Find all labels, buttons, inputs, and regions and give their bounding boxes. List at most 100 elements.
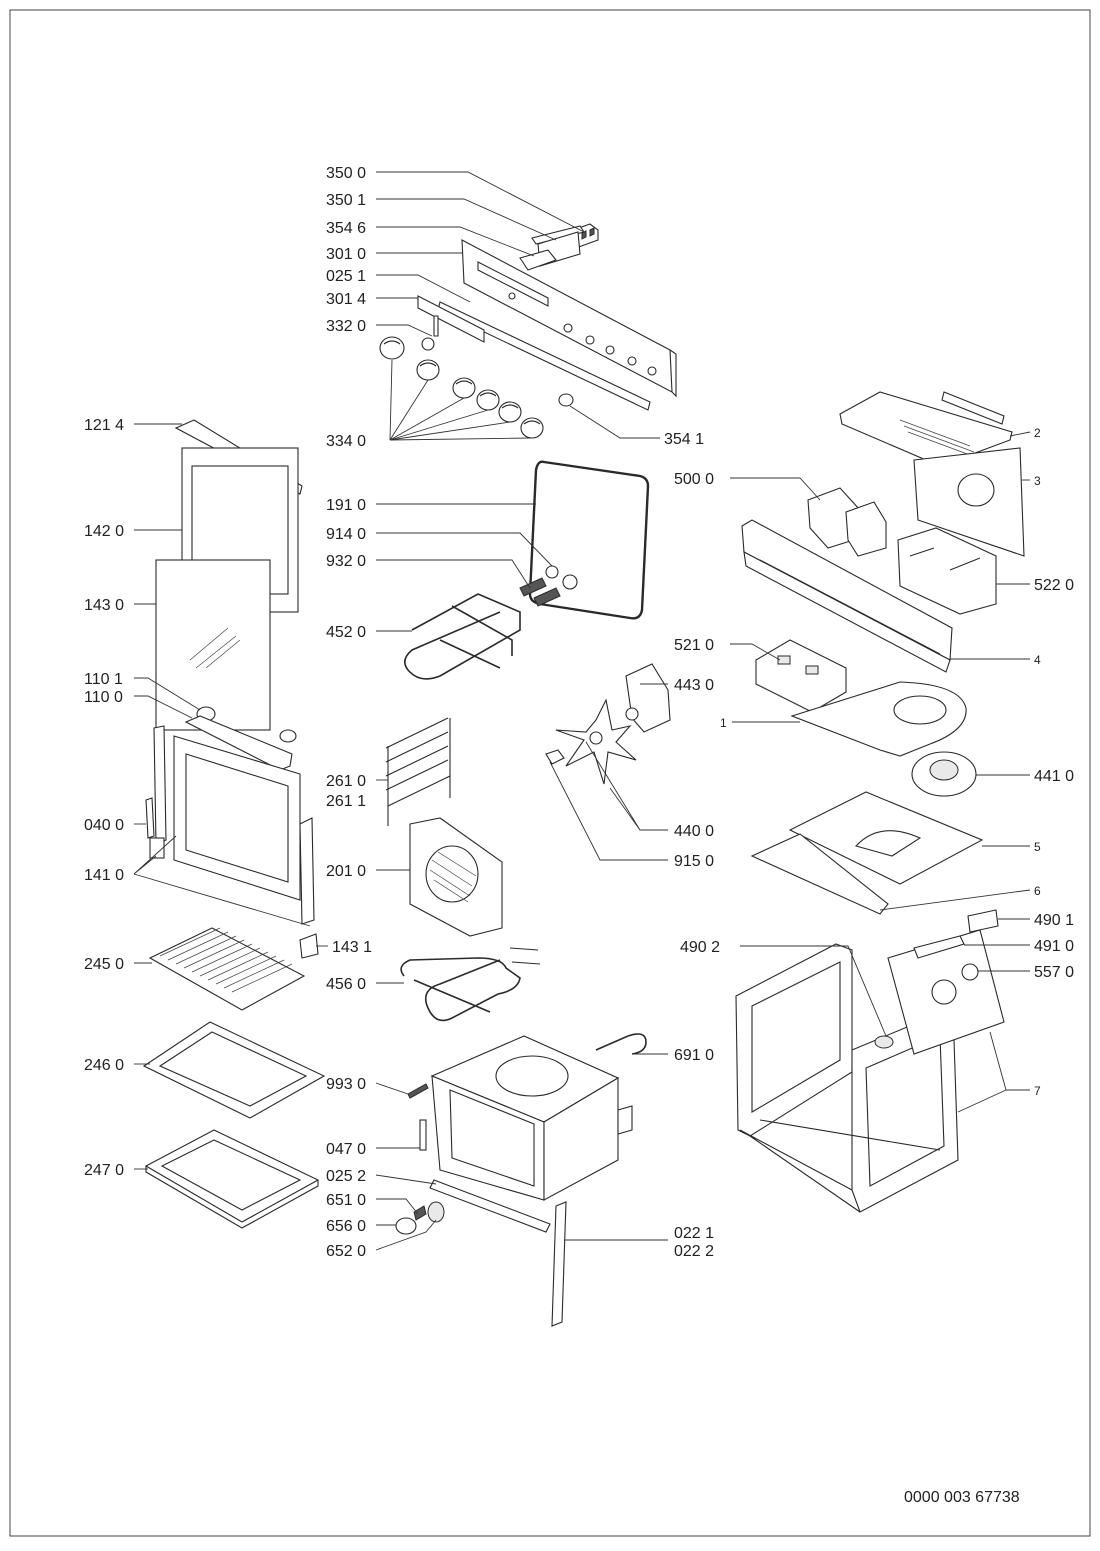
part-door-hinge-left <box>153 725 167 845</box>
label-522-0: 522 0 <box>1034 577 1074 594</box>
control-panel-group <box>379 223 677 439</box>
label-332-0: 332 0 <box>326 318 366 335</box>
part-022-side-rail <box>551 1201 567 1327</box>
label-047-0: 047 0 <box>326 1141 366 1158</box>
label-350-0: 350 0 <box>326 165 366 182</box>
label-915-0: 915 0 <box>674 853 714 870</box>
label-354-1: 354 1 <box>664 431 704 448</box>
part-5-plate <box>788 791 984 885</box>
label-651-0: 651 0 <box>326 1192 366 1209</box>
part-456-0-bottom-element <box>400 957 521 1022</box>
label-491-0: 491 0 <box>1034 938 1074 955</box>
cavity-group <box>395 1033 647 1327</box>
document-number: 0000 003 67738 <box>904 1489 1020 1506</box>
part-4-fascia <box>741 519 953 661</box>
label-201-0: 201 0 <box>326 863 366 880</box>
part-334-0-knobs <box>379 336 544 439</box>
label-914-0: 914 0 <box>326 526 366 543</box>
part-040-0 <box>145 797 155 839</box>
door-group <box>145 419 319 959</box>
label-656-0: 656 0 <box>326 1218 366 1235</box>
part-915-0 <box>545 749 565 765</box>
part-2-top-cover <box>839 391 1013 467</box>
label-143-1: 143 1 <box>332 939 372 956</box>
part-191-0-gasket <box>528 460 650 620</box>
label-110-0: 110 0 <box>84 689 123 706</box>
label-191-0: 191 0 <box>326 497 366 514</box>
part-245-0-wire-rack <box>148 927 306 1011</box>
label-521-0: 521 0 <box>674 637 714 654</box>
label-456-0: 456 0 <box>326 976 366 993</box>
label-040-0: 040 0 <box>84 817 124 834</box>
label-500-0: 500 0 <box>674 471 714 488</box>
label-item-2: 2 <box>1034 426 1041 440</box>
part-143-1 <box>299 933 319 959</box>
part-522-0-power-module <box>897 527 997 615</box>
part-490-2 <box>874 1035 894 1049</box>
part-490-1 <box>967 909 999 933</box>
part-452-0-top-element <box>404 593 521 680</box>
part-141-0-door-frame <box>173 735 301 901</box>
label-025-2: 025 2 <box>326 1168 366 1185</box>
sheet-border <box>9 9 1091 1537</box>
part-047-0 <box>419 1119 427 1151</box>
label-443-0: 443 0 <box>674 677 714 694</box>
label-261-1: 261 1 <box>326 793 366 810</box>
label-301-0: 301 0 <box>326 246 366 263</box>
label-247-0: 247 0 <box>84 1162 124 1179</box>
label-452-0: 452 0 <box>326 624 366 641</box>
label-334-0: 334 0 <box>326 433 366 450</box>
part-7-carcass-left <box>735 943 853 1137</box>
leader-lines <box>133 171 1031 1251</box>
label-item-7: 7 <box>1034 1084 1041 1098</box>
part-557-0 <box>961 963 979 981</box>
label-932-0: 932 0 <box>326 553 366 570</box>
part-261-0-shelf-supports <box>385 717 451 826</box>
part-143-0-inner-glass <box>155 559 271 731</box>
label-022-2: 022 2 <box>674 1243 714 1260</box>
label-022-1: 022 1 <box>674 1225 714 1242</box>
label-110-1: 110 1 <box>84 671 123 688</box>
label-item-4: 4 <box>1034 653 1041 667</box>
label-item-3: 3 <box>1034 474 1041 488</box>
label-245-0: 245 0 <box>84 956 124 973</box>
label-item-1: 1 <box>720 716 727 730</box>
part-993-0-screw <box>407 1083 429 1099</box>
label-246-0: 246 0 <box>84 1057 124 1074</box>
part-025-2-rail <box>429 1179 551 1233</box>
label-993-0: 993 0 <box>326 1076 366 1093</box>
label-025-1: 025 1 <box>326 268 366 285</box>
label-121-4: 121 4 <box>84 417 124 434</box>
part-246-0-tray <box>142 1021 326 1119</box>
part-6-plate <box>750 833 889 915</box>
racks-trays-group <box>142 927 326 1229</box>
fan-group <box>545 663 671 785</box>
label-143-0: 143 0 <box>84 597 124 614</box>
part-354-1 <box>558 393 574 407</box>
label-441-0: 441 0 <box>1034 768 1074 785</box>
label-440-0: 440 0 <box>674 823 714 840</box>
label-261-0: 261 0 <box>326 773 366 790</box>
label-item-6: 6 <box>1034 884 1041 898</box>
part-656-0 <box>395 1217 417 1235</box>
part-cavity-side <box>543 1077 619 1201</box>
part-labels: 350 0 350 1 354 6 301 0 025 1 301 4 332 … <box>84 165 1074 1506</box>
part-932-0 <box>519 577 547 597</box>
label-652-0: 652 0 <box>326 1243 366 1260</box>
part-door-hinge-right <box>299 817 315 925</box>
part-691-0-lamp <box>595 1033 647 1055</box>
part-652-0 <box>427 1201 445 1223</box>
label-691-0: 691 0 <box>674 1047 714 1064</box>
part-301-4-trim <box>417 295 485 343</box>
label-142-0: 142 0 <box>84 523 124 540</box>
label-490-1: 490 1 <box>1034 912 1074 929</box>
label-490-2: 490 2 <box>680 939 720 956</box>
label-354-6: 354 6 <box>326 220 366 237</box>
centre-group <box>385 460 650 1022</box>
part-332-0 <box>433 315 439 337</box>
part-651-0 <box>413 1205 427 1221</box>
part-110-0-bottom-trim <box>184 715 293 771</box>
carcass-group <box>735 909 1005 1213</box>
